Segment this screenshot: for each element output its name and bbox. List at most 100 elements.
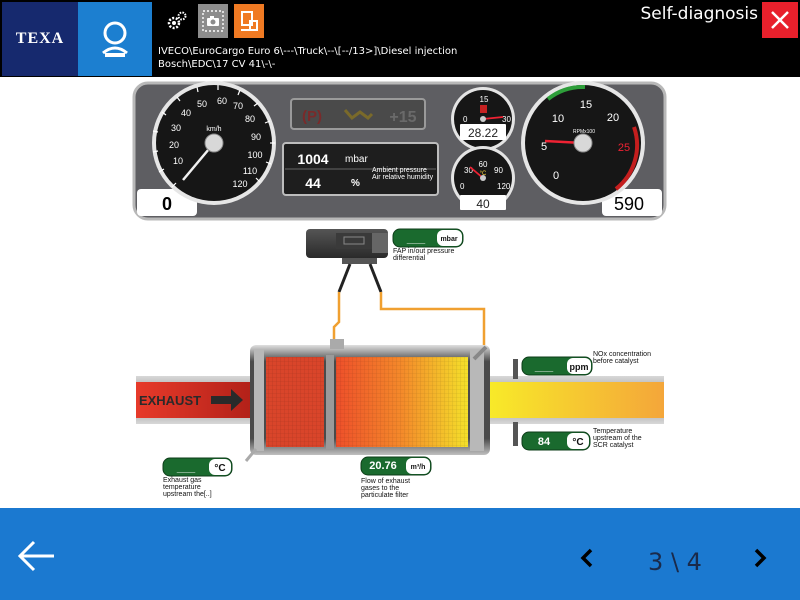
speed-tick: 30	[171, 123, 181, 133]
speed-unit: km/h	[206, 126, 221, 133]
temp-tick: 60	[479, 160, 488, 169]
speed-tick: 10	[173, 156, 183, 166]
temp-value: 40	[476, 197, 490, 211]
tachometer: 0 5 10 15 20 25 RPMx100 590	[521, 81, 645, 214]
humidity-label: Air relative humidity	[372, 174, 434, 181]
bottom-bar: 3 \ 4	[0, 508, 800, 600]
tach-green-band	[546, 84, 586, 101]
previous-page-button[interactable]	[575, 544, 599, 572]
report-button[interactable]	[234, 4, 264, 38]
exhaust-flow-readout: 20.76 m³/h Flow of exhaust gases to the …	[360, 456, 432, 499]
exhaust-gas-temp-label-3: upstream the[..]	[163, 491, 212, 498]
page-indicator: 3 \ 4	[648, 548, 702, 576]
exhaust-flow-label: Flow of exhaust	[361, 478, 410, 485]
speed-value: 0	[162, 194, 172, 214]
speed-tick: 40	[181, 108, 191, 118]
rpm-tick: 25	[618, 142, 630, 154]
scr-temperature-readout: 84 °C Temperature upstream of the SCR ca…	[521, 428, 642, 451]
speed-tick: 60	[217, 96, 227, 106]
speed-tick: 110	[243, 166, 257, 176]
fuel-needle	[482, 116, 504, 120]
nox-value: ___	[534, 361, 554, 373]
fuel-tick: 15	[480, 95, 489, 104]
speedometer: 10 20 30 40 50 60 70 80 90 100 110 120 k…	[152, 81, 276, 214]
temp-tick: 0	[460, 182, 465, 191]
rpm-tick: 15	[580, 99, 592, 111]
scr-temp-label-3: SCR catalyst	[593, 442, 634, 449]
exhaust-flow-value: 20.76	[369, 460, 397, 472]
chevron-left-icon	[580, 548, 593, 568]
fap-pressure-value: ___	[406, 233, 426, 245]
glow-plug-warning-icon	[343, 109, 374, 121]
exhaust-flow-unit: m³/h	[411, 464, 426, 471]
screenshot-button[interactable]	[198, 4, 228, 38]
settings-button[interactable]	[162, 4, 192, 38]
vehicle-path-line2: Bosch\EDC\17 CV 41\-\-	[158, 59, 276, 70]
temp-unit: °C	[480, 171, 487, 177]
rpm-value: 590	[614, 194, 644, 214]
speed-tick: 70	[233, 101, 243, 111]
exhaust-gas-temperature-readout: ___ °C Exhaust gas temperature upstream …	[162, 457, 233, 498]
rpm-tick: 5	[541, 141, 547, 153]
scr-temp-label: Temperature	[593, 428, 632, 435]
tach-red-band	[614, 126, 640, 191]
nox-unit: ppm	[570, 362, 589, 372]
diagnostic-diagram: 10 20 30 40 50 60 70 80 90 100 110 120 k…	[0, 77, 800, 508]
speed-tick: 80	[245, 114, 255, 124]
temp-tick: 30	[464, 166, 473, 175]
logo-text: TEXA	[15, 30, 65, 47]
fuel-value: 28.22	[468, 126, 498, 140]
next-page-button[interactable]	[748, 544, 772, 572]
fap-pressure-unit: mbar	[440, 236, 457, 243]
speed-tick: 50	[197, 99, 207, 109]
key-position-indicator: +15	[389, 109, 416, 126]
close-button[interactable]	[762, 2, 798, 38]
arrow-left-icon	[17, 540, 54, 572]
exhaust-gas-temp-label-2: temperature	[163, 484, 201, 491]
scr-temp-unit: °C	[572, 437, 583, 448]
close-icon	[771, 11, 789, 29]
top-bar: TEXA IVECO\EuroCargo Euro 6\---\Truck\	[0, 0, 800, 77]
temp-tick: 120	[497, 182, 511, 191]
speed-tick: 120	[232, 179, 247, 189]
humidity-unit: %	[351, 178, 360, 189]
center-readouts: 1004 mbar 44 % Ambient pressure Air rela…	[282, 142, 439, 196]
back-button[interactable]	[16, 538, 60, 574]
ambient-pressure-label: Ambient pressure	[372, 167, 427, 174]
parking-brake-warning: (P)	[302, 108, 322, 125]
speed-tick: 90	[251, 132, 261, 142]
fuel-gauge: 28.22 0 15 30	[451, 87, 515, 151]
vehicle-search-icon	[102, 21, 128, 57]
chevron-right-icon	[754, 548, 767, 568]
vehicle-path-line1: IVECO\EuroCargo Euro 6\---\Truck\--\[--/…	[158, 46, 458, 57]
texa-logo: TEXA	[2, 2, 78, 76]
exhaust-flow-arrow-icon	[211, 389, 243, 411]
temp-tick: 90	[494, 166, 503, 175]
diagram-svg: 10 20 30 40 50 60 70 80 90 100 110 120 k…	[132, 81, 667, 499]
speed-tick: 100	[247, 150, 262, 160]
rpm-unit: RPMx100	[573, 129, 595, 135]
exhaust-label: EXHAUST	[139, 393, 201, 408]
page-title: Self-diagnosis	[640, 4, 759, 24]
nox-label-2: before catalyst	[593, 358, 639, 365]
camera-icon	[202, 10, 224, 32]
exhaust-flow-label-2: gases to the	[361, 485, 399, 492]
fap-pressure-sensor	[306, 229, 486, 347]
vehicle-search-button[interactable]	[78, 2, 152, 76]
nox-label: NOx concentration	[593, 351, 651, 358]
exhaust-flow-label-3: particulate filter	[361, 492, 409, 499]
report-icon	[241, 11, 258, 31]
fuel-tick: 0	[463, 115, 468, 124]
gears-icon	[167, 11, 187, 30]
warning-lights: (P) +15	[290, 98, 426, 130]
fap-pressure-label: FAP in/out pressure	[393, 248, 454, 255]
rpm-tick: 10	[552, 113, 564, 125]
nox-readout: ___ ppm NOx concentration before catalys…	[521, 351, 651, 376]
instrument-cluster: 10 20 30 40 50 60 70 80 90 100 110 120 k…	[132, 81, 667, 221]
rpm-tick: 0	[553, 170, 559, 182]
fuel-tick: 30	[502, 115, 511, 124]
humidity-value: 44	[305, 175, 321, 191]
vehicle-path: IVECO\EuroCargo Euro 6\---\Truck\--\[--/…	[158, 45, 457, 71]
exhaust-gas-temp-unit: °C	[214, 463, 225, 474]
scr-temp-label-2: upstream of the	[593, 435, 642, 442]
